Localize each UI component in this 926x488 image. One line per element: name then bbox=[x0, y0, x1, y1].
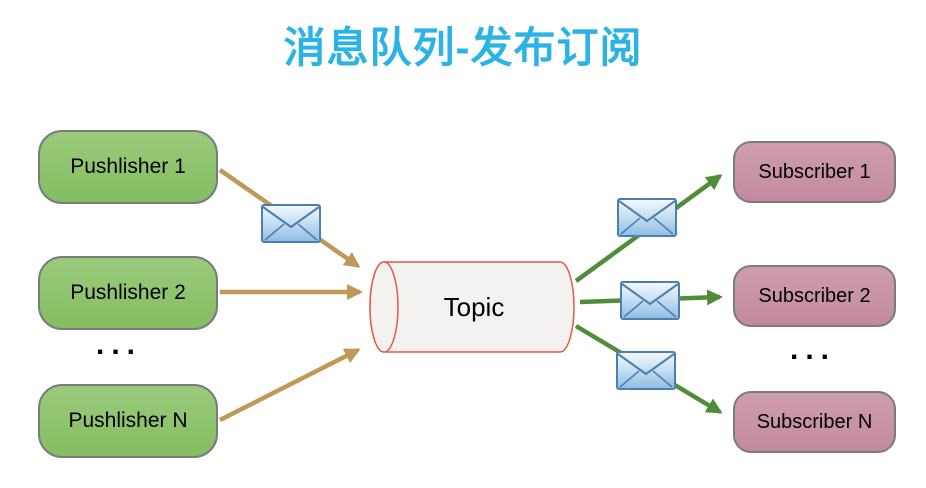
publisher-node-2: Pushlisher 2 bbox=[38, 256, 218, 330]
publish-arrow-3 bbox=[218, 347, 361, 423]
publisher-node-n: Pushlisher N bbox=[38, 384, 218, 458]
publisher-label: Pushlisher 2 bbox=[70, 281, 186, 304]
subscriber-node-n: Subscriber N bbox=[733, 391, 896, 453]
subscriber-label: Subscriber 1 bbox=[758, 160, 871, 183]
publisher-label: Pushlisher N bbox=[68, 409, 188, 432]
topic-label: Topic bbox=[443, 291, 505, 322]
topic-cylinder bbox=[369, 261, 575, 353]
publisher-label: Pushlisher 1 bbox=[70, 155, 186, 178]
subscriber-node-2: Subscriber 2 bbox=[733, 265, 896, 327]
message-envelope-icon bbox=[620, 281, 680, 320]
message-envelope-icon bbox=[617, 198, 677, 237]
publisher-ellipsis: ... bbox=[95, 328, 142, 361]
subscriber-label: Subscriber 2 bbox=[758, 284, 871, 307]
page-title: 消息队列-发布订阅 bbox=[283, 24, 643, 71]
publisher-node-1: Pushlisher 1 bbox=[38, 130, 218, 204]
subscriber-label: Subscriber N bbox=[756, 410, 873, 433]
subscriber-ellipsis: ... bbox=[789, 333, 836, 366]
message-envelope-icon bbox=[616, 351, 676, 390]
message-envelope-icon bbox=[261, 204, 321, 243]
subscriber-node-1: Subscriber 1 bbox=[733, 141, 896, 203]
